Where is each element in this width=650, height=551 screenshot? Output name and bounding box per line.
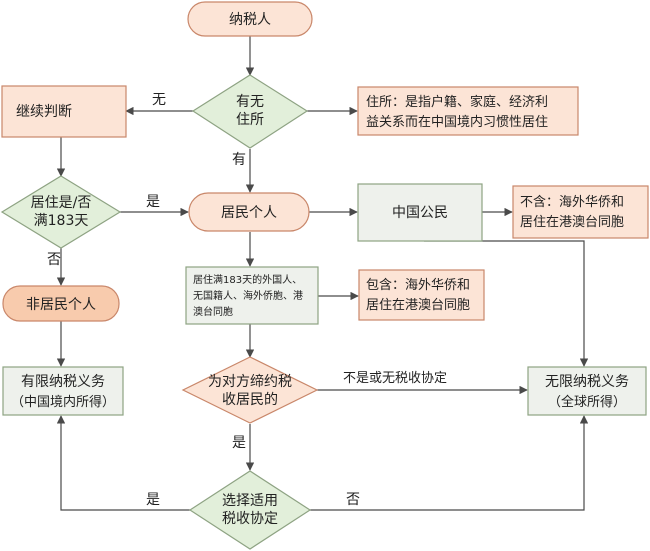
taxpayer-label: 纳税人 [229, 12, 271, 28]
node-nonresident: 非居民个人 [2, 285, 120, 322]
inclusion-line1: 包含：海外华侨和 [366, 277, 470, 293]
node-continue-judge: 继续判断 [1, 85, 127, 138]
nonresident-label: 非居民个人 [26, 297, 96, 313]
residence-definition-line1: 住所：是指户籍、家庭、经济利 [366, 94, 548, 110]
node-taxpayer: 纳税人 [187, 1, 313, 37]
treaty-resident-line2: 收居民的 [222, 392, 278, 408]
edge-label-yes1: 是 [146, 194, 160, 210]
unlimited-line2: （全球所得） [548, 394, 626, 410]
stay183-line2: 满183天 [34, 213, 89, 229]
inclusion-line2: 居住在港澳台同胞 [366, 297, 470, 313]
residence-definition-line2: 益关系而在中国境内习惯性居住 [366, 114, 548, 130]
decision-choose-treaty: 选择适用 税收协定 [188, 470, 312, 550]
edge-label-no2: 否 [346, 492, 360, 508]
foreigner-line1: 居住满183天的外国人、 [193, 273, 302, 286]
has-residence-line2: 住所 [236, 112, 264, 128]
limited-line2: （中国境内所得） [11, 394, 115, 410]
decision-treaty-resident: 为对方缔约税 收居民的 [181, 356, 319, 424]
continue-judge-label: 继续判断 [16, 103, 72, 120]
node-limited-obligation: 有限纳税义务 （中国境内所得） [2, 366, 124, 416]
node-chinese-citizen: 中国公民 [357, 183, 483, 242]
chinese-citizen-label: 中国公民 [392, 205, 448, 221]
decision-stay-183: 居住是/否 满183天 [0, 175, 122, 249]
decision-has-residence: 有无 住所 [191, 74, 309, 149]
edge-label-yes2: 是 [232, 435, 246, 451]
choose-treaty-line1: 选择适用 [222, 493, 278, 509]
foreigner-line2: 无国籍人、海外侨胞、港 [193, 289, 303, 302]
edge-label-no1: 否 [47, 252, 61, 268]
resident-label: 居民个人 [221, 205, 277, 221]
node-unlimited-obligation: 无限纳税义务 （全球所得） [527, 366, 647, 416]
edge-labels: 无 有 是 否 不是或无税收协定 是 是 否 [47, 92, 447, 508]
edge-label-has: 有 [232, 152, 246, 168]
edge-label-not-or-none: 不是或无税收协定 [343, 371, 447, 386]
limited-line1: 有限纳税义务 [21, 374, 105, 390]
exclusion-line1: 不含：海外华侨和 [520, 194, 624, 210]
unlimited-line1: 无限纳税义务 [545, 374, 629, 390]
foreigner-line3: 澳台同胞 [193, 305, 233, 318]
node-inclusion: 包含：海外华侨和 居住在港澳台同胞 [358, 269, 485, 321]
node-resident: 居民个人 [188, 192, 310, 232]
stay183-line1: 居住是/否 [31, 195, 92, 211]
edge-label-yes3: 是 [146, 492, 160, 508]
choose-treaty-line2: 税收协定 [222, 511, 278, 527]
node-exclusion: 不含：海外华侨和 居住在港澳台同胞 [512, 185, 649, 239]
exclusion-line2: 居住在港澳台同胞 [520, 214, 624, 230]
arrow-choose-to-unlimited [310, 415, 589, 511]
node-residence-definition: 住所：是指户籍、家庭、经济利 益关系而在中国境内习惯性居住 [357, 86, 579, 136]
node-foreigner-group: 居住满183天的外国人、 无国籍人、海外侨胞、港 澳台同胞 [185, 266, 319, 325]
arrow-choose-to-limited [56, 415, 190, 511]
connectors [56, 36, 589, 511]
edge-label-no: 无 [152, 92, 166, 108]
has-residence-line1: 有无 [236, 94, 264, 110]
treaty-resident-line1: 为对方缔约税 [208, 373, 292, 390]
